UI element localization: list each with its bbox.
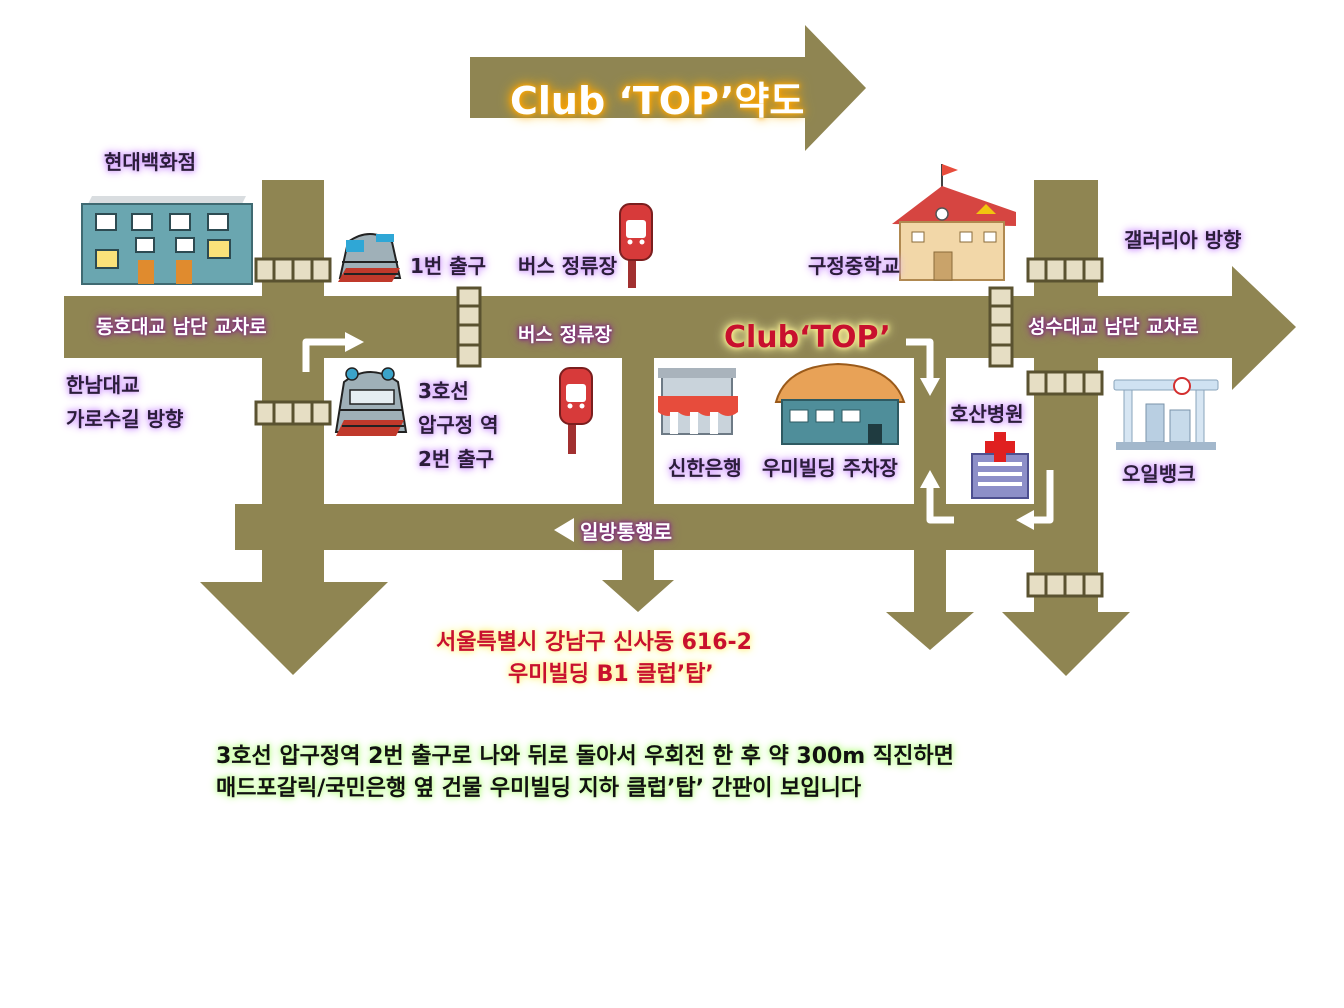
label-seongsu-bridge: 성수대교 남단 교차로 xyxy=(1028,316,1199,338)
route-arrow-head-left xyxy=(1016,510,1034,530)
subway-entrance-icon xyxy=(334,367,408,436)
bus-stop-sign-icon xyxy=(559,367,593,454)
label-club-top: Club‘TOP’ xyxy=(724,320,891,355)
label-one-way: 일방통행로 xyxy=(580,520,672,544)
crosswalk-ladder-icon xyxy=(988,286,1014,368)
shop-awning-icon xyxy=(658,368,738,435)
label-shinhan-bank: 신한은행 xyxy=(668,456,742,480)
route-arrow-head-up xyxy=(920,470,940,488)
apartment-building-icon xyxy=(81,196,253,285)
school-building-icon xyxy=(892,164,1016,281)
triangle-left-icon xyxy=(554,518,574,542)
route-arrow-turn-right xyxy=(302,338,348,372)
label-gujeong-school: 구정중학교 xyxy=(808,254,900,278)
middle-road-south-arrow xyxy=(602,358,674,612)
route-arrow-head-down xyxy=(920,378,940,396)
one-way-road xyxy=(322,504,1066,550)
gas-station-icon xyxy=(1113,377,1219,450)
page-title: Club ‘TOP’약도 xyxy=(510,79,805,123)
label-dongho-bridge: 동호대교 남단 교차로 xyxy=(96,316,267,338)
label-hosan-hospital: 호산병원 xyxy=(950,402,1024,426)
label-exit-1: 1번 출구 xyxy=(410,254,487,278)
hospital-red-cross-icon xyxy=(971,432,1029,499)
crosswalk-ladder-icon xyxy=(254,400,332,426)
crosswalk-ladder-icon xyxy=(456,286,482,368)
left-road-south-arrow xyxy=(200,180,388,675)
route-arrow-right-turn xyxy=(1030,470,1054,524)
label-galleria: 갤러리아 방향 xyxy=(1124,228,1242,252)
label-bus-stop-road: 버스 정류장 xyxy=(518,324,613,346)
route-arrow-loop-up xyxy=(926,484,954,524)
crosswalk-ladder-icon xyxy=(1026,572,1104,598)
crosswalk-ladder-icon xyxy=(254,257,332,283)
bottom-road-left-stub xyxy=(235,504,265,550)
directions-line-2: 매드포갈릭/국민은행 옆 건물 우미빌딩 지하 클럽’탑’ 간판이 보입니다 xyxy=(216,776,862,801)
label-hannam-bridge: 한남대교 가로수길 방향 xyxy=(66,373,184,431)
bus-stop-sign-icon xyxy=(619,203,653,288)
address-line-2: 우미빌딩 B1 클럽’탑’ xyxy=(508,662,714,687)
title-arrow-banner xyxy=(470,25,866,151)
right-road-south-arrow xyxy=(1002,180,1130,676)
label-hyundai-store: 현대백화점 xyxy=(104,150,196,174)
main-road-east-arrow xyxy=(64,266,1296,390)
label-bus-stop-top: 버스 정류장 xyxy=(518,254,617,278)
address-line-1: 서울특별시 강남구 신사동 616-2 xyxy=(436,630,752,655)
label-umi-parking: 우미빌딩 주차장 xyxy=(762,456,898,480)
label-oil-bank: 오일뱅크 xyxy=(1122,462,1196,486)
subway-entrance-icon xyxy=(338,233,402,282)
route-arrow-head-right xyxy=(345,332,364,352)
crosswalk-ladder-icon xyxy=(1026,370,1104,396)
crosswalk-ladder-icon xyxy=(1026,257,1104,283)
directions-line-1: 3호선 압구정역 2번 출구로 나와 뒤로 돌아서 우회전 한 후 약 300m… xyxy=(216,744,954,769)
route-arrow-club-down xyxy=(906,338,934,382)
house-tiled-roof-icon xyxy=(774,362,906,445)
label-line3-station: 3호선 압구정 역 2번 출구 xyxy=(418,379,499,471)
